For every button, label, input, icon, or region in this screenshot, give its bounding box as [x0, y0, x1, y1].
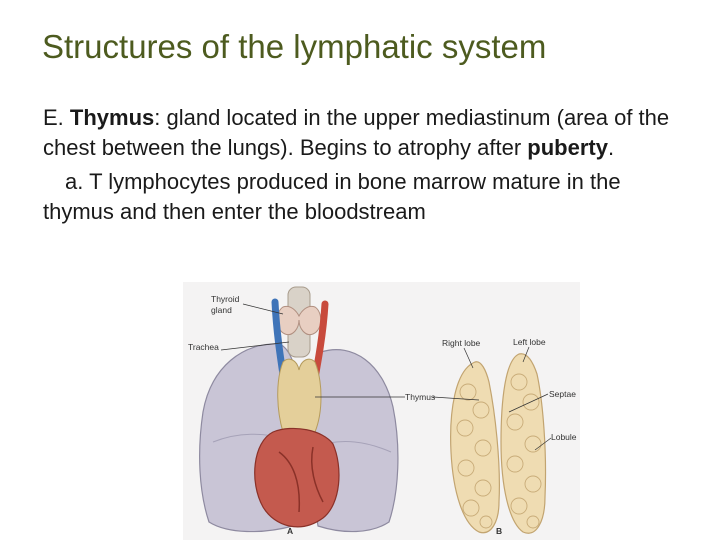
- thymus-description: : gland located in the upper mediastinum…: [43, 105, 670, 160]
- list-marker: E.: [43, 105, 70, 130]
- panel-b-label: B: [496, 526, 502, 536]
- slide-body: E. Thymus: gland located in the upper me…: [43, 103, 683, 227]
- coronary-vessel: [278, 451, 301, 513]
- puberty-term: puberty: [527, 135, 608, 160]
- thymus-term: Thymus: [69, 105, 155, 130]
- coronary-vessel: [311, 446, 324, 503]
- thymus-lobules: [456, 373, 542, 529]
- label-gland: gland: [211, 305, 232, 315]
- label-lobule: Lobule: [551, 432, 577, 442]
- thymus-illustration: Thyroid gland Trachea Thymus Right lobe …: [183, 282, 580, 540]
- thymus-paragraph: E. Thymus: gland located in the upper me…: [43, 103, 683, 163]
- sentence-end: .: [607, 135, 615, 160]
- label-septae: Septae: [549, 389, 576, 399]
- thymus-gland: [277, 358, 322, 440]
- panel-a-label: A: [287, 526, 293, 536]
- label-right-lobe: Right lobe: [442, 338, 481, 348]
- label-thymus: Thymus: [405, 392, 435, 402]
- thymus-anatomy-figure: Thyroid gland Trachea Thymus Right lobe …: [183, 282, 580, 540]
- leader-lines: [220, 303, 552, 451]
- thymus-left-lobe: [500, 353, 547, 534]
- label-trachea: Trachea: [188, 342, 219, 352]
- label-thyroid: Thyroid: [211, 294, 240, 304]
- thyroid-gland: [276, 305, 322, 336]
- slide-title: Structures of the lymphatic system: [42, 28, 547, 65]
- t-lymphocytes-paragraph: a. T lymphocytes produced in bone marrow…: [43, 169, 621, 224]
- label-left-lobe: Left lobe: [513, 337, 546, 347]
